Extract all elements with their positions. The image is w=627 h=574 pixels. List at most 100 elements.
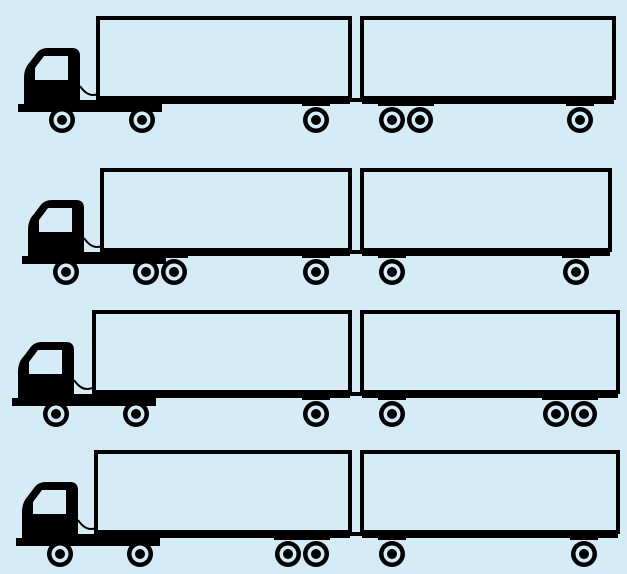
axle-mount [566,98,594,106]
hub [131,409,141,419]
hub [387,267,397,277]
trailer-1-chassis [102,250,350,256]
wheel [379,401,405,427]
hub [57,115,67,125]
hub [387,409,397,419]
cab-window [33,490,66,514]
trailer-2-chassis [362,392,618,398]
wheel [379,541,405,567]
axle-mount [570,532,598,540]
trailer-1-chassis [94,392,350,398]
trailer-2-front-axles [378,250,406,285]
trailer-2-front-axles [378,532,406,567]
trailer-2 [360,168,612,256]
steer-wheel [49,107,75,133]
axle-mount [274,532,330,540]
hub [311,549,321,559]
hub [141,267,151,277]
wheel [303,401,329,427]
trailer-1 [92,310,352,398]
hub [387,115,397,125]
tractor-cab [16,482,160,546]
axle-mount [122,392,150,400]
hub [311,409,321,419]
wheel [571,401,597,427]
hub [311,267,321,277]
trailer-2 [360,450,620,538]
hub [579,549,589,559]
front-bumper [18,104,26,112]
front-bumper [22,256,30,264]
wheel [567,107,593,133]
steer-wheel [47,541,73,567]
trailer-2-box [360,310,620,394]
wheel [129,107,155,133]
air-line [83,237,103,248]
hub [135,549,145,559]
steer-wheel [53,259,79,285]
wheel [563,259,589,285]
axle-mount [302,250,330,258]
axle-mount [132,250,188,258]
axle-mount [128,98,156,106]
axle-mount [378,392,406,400]
hub [387,549,397,559]
wheel [571,541,597,567]
drawbar [350,98,362,102]
axle-mount [378,98,434,106]
air-line [79,85,99,96]
trailer-1-axles [302,98,330,133]
hub [311,115,321,125]
trailer-1-box [94,450,352,534]
trailer-1-axles [274,532,330,567]
trailer-1-axles [302,250,330,285]
truck-combination-4 [16,450,620,567]
trailer-1-chassis [96,532,350,538]
trailer-1-box [100,168,352,252]
wheel [407,107,433,133]
trailer-2-front-axles [378,392,406,427]
tractor-drive-axles [126,532,154,567]
truck-combination-2 [22,168,612,285]
axle-mount [302,98,330,106]
truck-rows [12,16,620,567]
air-line [77,519,97,530]
steer-wheel [43,401,69,427]
tractor-drive-axles [132,250,188,285]
trailer-2-rear-axles [542,392,598,427]
trailer-2-chassis [362,250,610,256]
cab-window [29,350,62,374]
truck-combination-1 [18,16,616,133]
wheel [275,541,301,567]
wheel [379,259,405,285]
hub [61,267,71,277]
drawbar [350,392,362,396]
wheel [379,107,405,133]
cab-window [39,208,72,232]
hub [137,115,147,125]
air-line [73,379,93,390]
wheel [303,541,329,567]
hub [169,267,179,277]
trailer-2-rear-axles [562,250,590,285]
wheel [303,259,329,285]
trailer-2-box [360,168,612,252]
trailer-1-chassis [98,98,350,104]
trailer-2-chassis [362,532,618,538]
hub [579,409,589,419]
trailer-2-front-axles [378,98,434,133]
trailer-2-box [360,450,620,534]
front-bumper [16,538,24,546]
wheel [543,401,569,427]
trailer-2-chassis [362,98,614,104]
trailer-1 [94,450,352,538]
tractor-drive-axles [122,392,150,427]
trailer-2-rear-axles [570,532,598,567]
drawbar [350,532,362,536]
trailer-1 [100,168,352,256]
trailer-2 [360,16,616,104]
truck-combination-3 [12,310,620,427]
wheel [133,259,159,285]
hub [575,115,585,125]
